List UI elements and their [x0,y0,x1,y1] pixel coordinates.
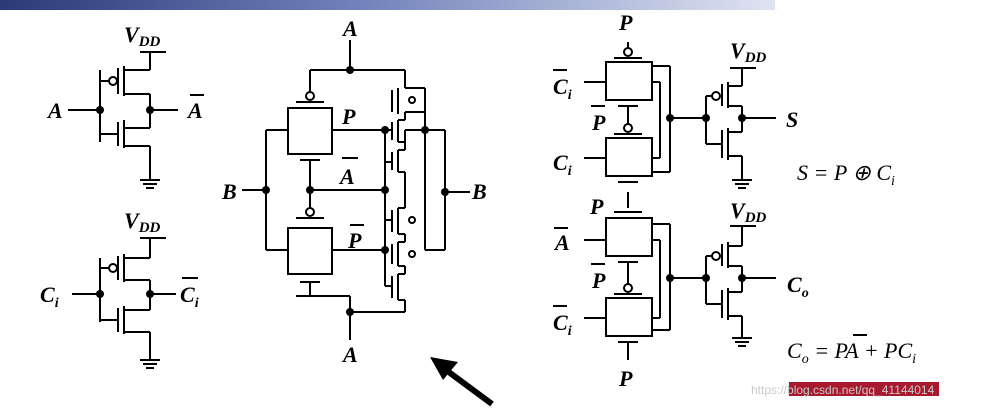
sum-ci-label: Ci [553,150,572,179]
vdd-label-inv-a: VDD [124,22,161,50]
input-a-label: A [46,98,63,123]
xor-b-in-label: B [221,179,237,204]
carry-bottom-p-label: P [618,366,633,391]
carry-p-bar-label: P [591,268,606,293]
arrow-icon [430,357,494,407]
xor-bottom-a-label: A [341,342,358,367]
xor-p-circuit [242,40,470,340]
vdd-label-inv-ci: VDD [124,208,161,236]
xor-p-bar-label: P [347,228,362,253]
carry-ci-bar-label: Ci [553,310,572,339]
sum-p-label: P [618,10,633,35]
carry-a-bar-label: A [553,230,570,255]
overbars [182,69,867,336]
output-ci-bar-label: Ci [180,282,199,311]
sum-p-bar-label: P [591,110,606,135]
xor-p-label: P [341,104,356,129]
carry-output-label: Co [787,272,809,301]
sum-vdd-label: VDD [730,38,767,66]
xor-b-out-label: B [471,179,487,204]
output-a-bar-label: A [186,98,203,123]
inverter-a [68,51,178,172]
footer-red-bar [789,382,939,396]
sum-ci-bar-label: Ci [553,74,572,103]
carry-equation: Co = PA + PCi [787,338,916,367]
carry-p-label: P [589,194,604,219]
input-ci-label: Ci [40,282,59,311]
xor-top-a-label: A [341,16,358,41]
inverter-ci [72,237,176,352]
sum-equation: S = P ⊕ Ci [797,160,895,189]
xor-a-bar-label: A [338,164,355,189]
carry-circuit [584,192,776,360]
header-gradient-bar [0,0,775,10]
sum-output-label: S [786,107,798,132]
watermark-text: https://blog.csdn.net/qq_41144014 [751,383,935,397]
carry-vdd-label: VDD [730,198,767,226]
